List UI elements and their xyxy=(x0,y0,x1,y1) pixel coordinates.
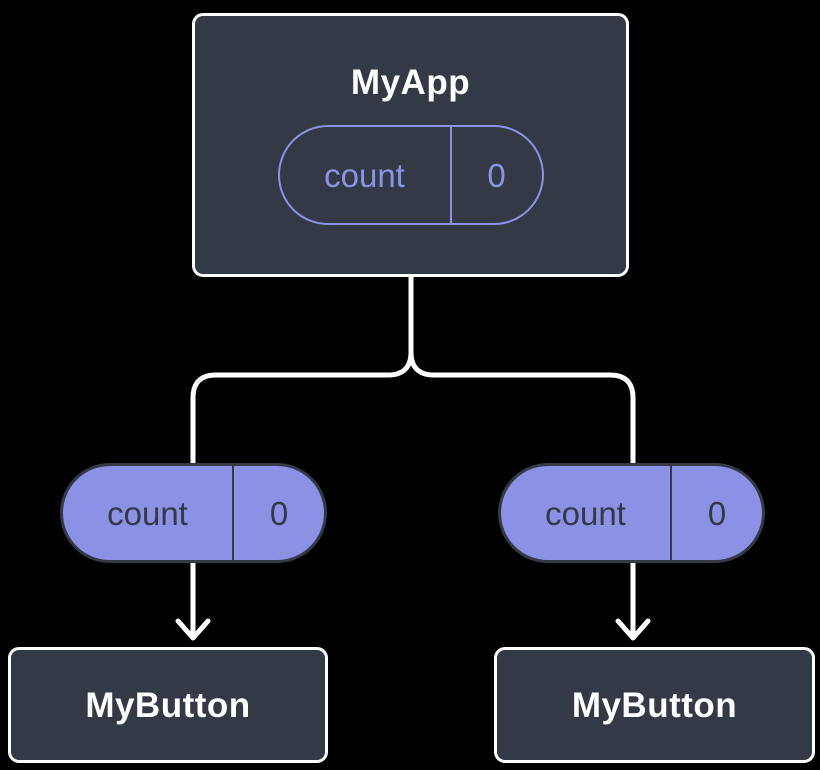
right-prop-pill-value: 0 xyxy=(670,466,762,560)
right-prop-pill-name: count xyxy=(545,494,626,532)
left-prop-pill-name: count xyxy=(107,494,188,532)
left-arrow-head-icon xyxy=(175,618,211,641)
root-component-title: MyApp xyxy=(350,63,471,102)
left-child-component-title: MyButton xyxy=(85,685,251,725)
right-arrow-head-icon xyxy=(615,618,651,641)
right-prop-pill: count 0 xyxy=(498,463,765,563)
state-pill-value: 0 xyxy=(449,127,542,223)
root-to-right-connector xyxy=(408,277,636,463)
right-child-component-node: MyButton xyxy=(494,647,815,763)
state-pill: count 0 xyxy=(277,125,544,225)
root-component-node: MyApp count 0 xyxy=(192,13,629,277)
left-prop-pill-value: 0 xyxy=(232,466,324,560)
right-child-component-title: MyButton xyxy=(571,685,738,725)
state-pill-name: count xyxy=(324,156,405,194)
root-to-left-connector xyxy=(190,277,414,463)
left-child-component-node: MyButton xyxy=(8,647,328,763)
left-prop-pill: count 0 xyxy=(60,463,327,563)
